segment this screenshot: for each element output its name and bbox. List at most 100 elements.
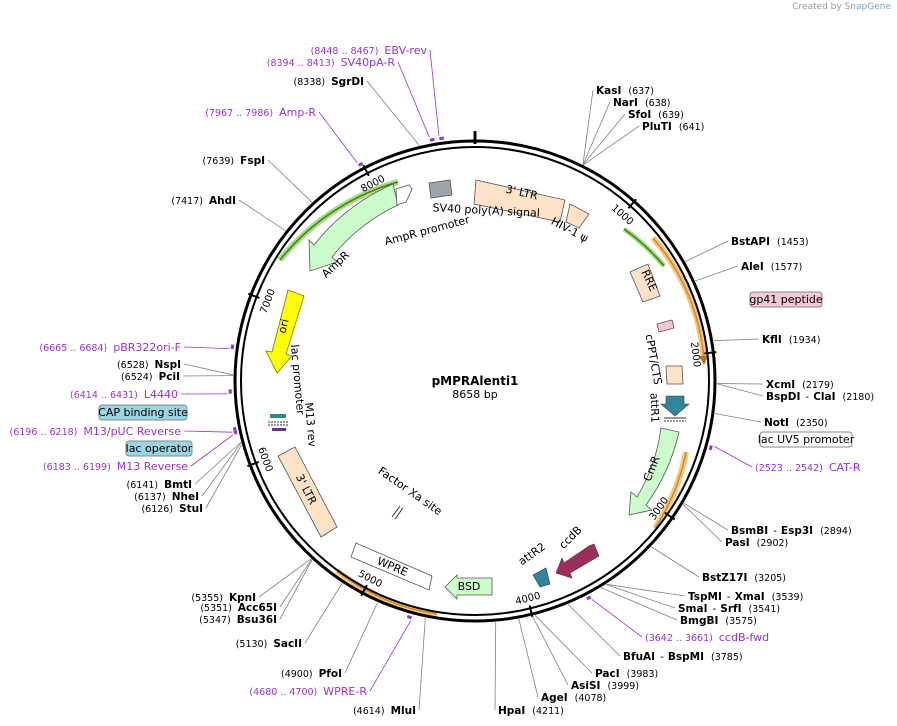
feature-lac-glyphs [268,414,288,431]
primer-label: (7967 .. 7986)Amp-R [205,106,316,119]
enzyme-label: PasI(2902) [725,537,788,549]
feature-lac-uv5 [664,417,686,422]
enzyme-leader [201,442,242,497]
enzyme-leader [279,559,313,620]
label-attr1: attR1 [647,393,661,423]
primer-binding-mark [233,429,238,435]
enzyme-position: (639) [658,110,684,121]
primer-position: (6183 .. 6199) [43,462,111,473]
enzyme-position: (4211) [532,706,564,717]
enzyme-position: (4078) [575,693,607,704]
tick-mark [247,292,260,299]
feature-bsd [444,574,493,600]
enzyme-separator: - [660,651,664,663]
enzyme-position: (2894) [820,526,852,537]
boxed-feature-labels: gp41 peptide lac UV5 promoter CAP bindin… [98,291,855,457]
enzyme-label: (5351)Acc65I [200,602,277,614]
enzyme-name: BstAPI [731,236,770,248]
enzyme-name: PfoI [319,668,342,680]
enzyme-leader [600,587,678,621]
enzyme-leader [605,584,676,609]
primer-name: EBV-rev [384,44,427,57]
enzyme-position: (2350) [796,418,828,429]
enzyme-name: XcmI [766,379,795,391]
enzyme-leader [304,583,343,644]
enzyme-label: (7417)AhdI [171,195,236,207]
label-ampr-promoter: AmpR promoter [383,213,471,248]
snapgene-logo: SnapGene [844,2,891,12]
enzyme-name: BspDI [766,391,800,403]
enzyme-position: (3541) [749,604,781,615]
enzyme-name: AleI [741,261,764,273]
enzyme-leader [714,413,762,423]
enzyme-name: BstZ17I [702,572,747,584]
enzyme-leader [583,125,640,166]
orf-arc-1-head [699,356,708,365]
orf-arc-5-core [279,181,399,261]
primer-binding-mark [429,137,435,142]
primer-name: SV40pA-R [341,56,396,69]
enzyme-label: (6528)NspI [117,359,181,371]
enzyme-position: (4900) [281,669,313,680]
enzyme-name: NspI [155,359,181,371]
feature-ampr-promoter [395,184,413,206]
tick-label: 2000 [688,341,702,368]
feature-factor-xa [391,505,404,520]
primer-label: (8448 .. 8467)EBV-rev [311,44,428,57]
primer-leader [714,446,753,468]
enzyme-position: (3575) [725,616,757,627]
enzyme-label: (8338) SgrDI [294,76,364,88]
enzyme-position: (5130) [236,639,268,650]
box-lac-uv5-promoter-text: lac UV5 promoter [758,433,855,446]
backbone-inner [240,146,710,616]
enzyme-label: NarI(638) [613,97,671,109]
enzyme-name: StuI [179,503,203,515]
enzyme-leader [582,113,626,165]
enzyme-separator: - [727,591,731,603]
enzyme-label: (5130) SacII [236,638,302,650]
enzyme-label: (4900) PfoI [281,668,342,680]
enzyme-leader [683,502,729,531]
enzyme-name: SgrDI [331,76,364,88]
enzyme-leader [418,617,426,711]
enzyme-position: (8338) [294,77,326,88]
enzyme-label: TspMI-XmaI(3539) [688,591,803,603]
label-sv40: SV40 poly(A) signal [432,201,540,220]
enzyme-position: (6126) [141,504,173,515]
enzyme-label: BstZ17I(3205) [702,572,786,584]
enzyme-name: BmtI [164,479,192,491]
tick-mark [247,461,260,468]
enzyme-name: TspMI [688,591,722,603]
enzyme-name: SacII [273,638,302,650]
primer-label: (3642 .. 3661)ccdB-fwd [645,631,769,644]
enzyme-name: BfuAI [623,651,655,663]
box-cap-binding-site-text: CAP binding site [98,406,188,419]
enzyme-position: (5347) [199,615,231,626]
primer-label: (6183 .. 6199)M13 Reverse [43,460,188,473]
enzyme-name: NotI [764,417,789,429]
primer-label: (6665 .. 6684)pBR322ori-F [39,341,181,354]
label-ori: ori [276,318,292,335]
enzyme-name: Bsu36I [237,614,277,626]
tick-mark [627,198,638,209]
enzyme-leader [258,558,312,598]
primer-position: (8394 .. 8413) [267,58,335,69]
primer-label: (8394 .. 8413) SV40pA-R [267,56,396,69]
label-lac-promoter: lac promoter [288,344,307,416]
enzyme-name: FspI [240,155,265,167]
enzyme-leader [567,604,621,657]
enzyme-label: PacI(3983) [595,668,658,680]
enzyme-position: (2902) [757,538,789,549]
box-lac-uv5-promoter [759,431,853,448]
feature-sv40 [428,179,453,199]
enzyme-leader [534,615,593,674]
enzyme-alt-name: ClaI [813,391,835,403]
enzyme-position: (2179) [802,380,834,391]
primer-name: L4440 [144,388,178,401]
enzyme-name: BsmBI [731,525,768,537]
enzyme-name: HpaI [498,705,525,717]
feature-cppt [665,365,684,385]
enzyme-leader [651,546,700,578]
enzyme-leader [366,80,420,146]
enzyme-label: BstAPI(1453) [731,236,809,248]
